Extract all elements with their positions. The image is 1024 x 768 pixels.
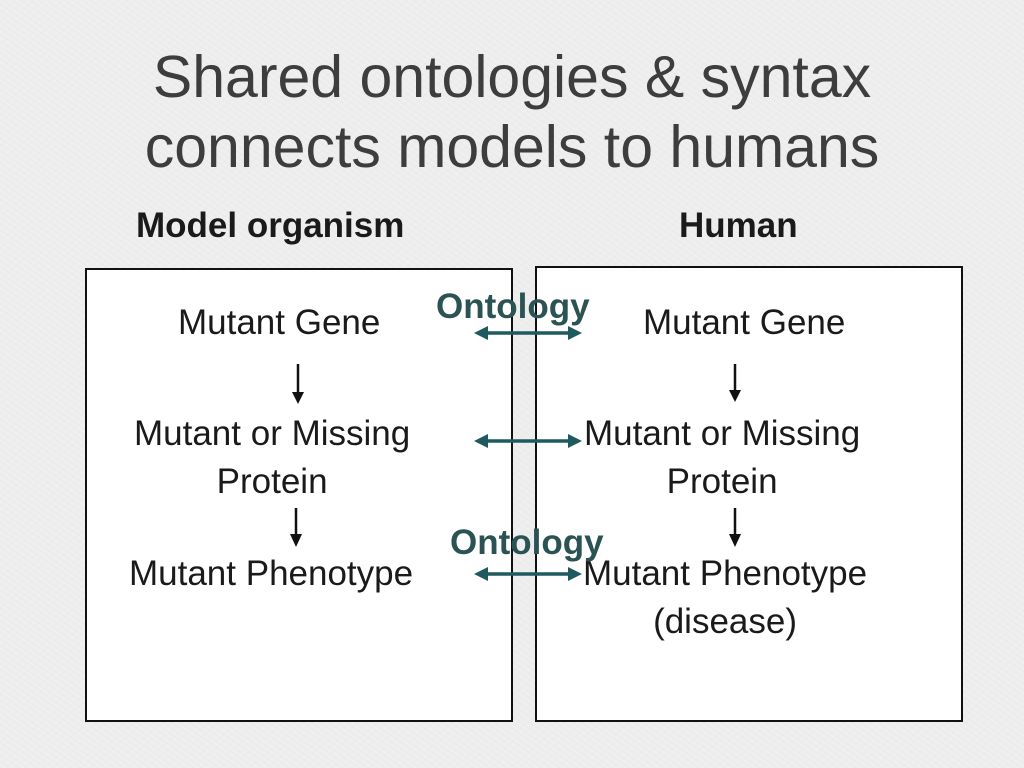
model-protein-line-1: Mutant or Missing	[134, 414, 411, 453]
slide-title: Shared ontologies & syntax connects mode…	[0, 42, 1024, 182]
model-mutant-phenotype: Mutant Phenotype	[129, 554, 414, 593]
human-mutant-phenotype: Mutant Phenotype (disease)	[583, 550, 867, 646]
human-phenotype-line-2: (disease)	[653, 602, 798, 641]
model-mutant-gene: Mutant Gene	[178, 303, 381, 342]
model-mutant-protein: Mutant or Missing Protein	[134, 410, 410, 506]
protein-connector	[474, 434, 582, 448]
human-heading: Human	[679, 206, 798, 245]
model-protein-line-2: Protein	[216, 462, 328, 501]
model-protein-to-phenotype-arrow	[290, 508, 302, 547]
human-mutant-protein: Mutant or Missing Protein	[584, 410, 860, 506]
ontology-label-bottom: Ontology	[450, 523, 604, 562]
phenotype-ontology-connector	[474, 567, 582, 581]
human-mutant-gene: Mutant Gene	[643, 303, 846, 342]
human-protein-line-2: Protein	[666, 462, 778, 501]
model-organism-box	[85, 268, 513, 722]
title-line-1: Shared ontologies & syntax	[152, 44, 872, 110]
human-protein-to-phenotype-arrow	[729, 508, 741, 547]
human-gene-to-protein-arrow	[729, 364, 741, 402]
human-phenotype-line-1: Mutant Phenotype	[583, 554, 868, 593]
human-box	[535, 266, 963, 722]
title-line-2: connects models to humans	[144, 114, 880, 180]
human-protein-line-1: Mutant or Missing	[584, 414, 861, 453]
model-gene-to-protein-arrow	[292, 364, 304, 404]
gene-ontology-connector	[474, 326, 582, 340]
model-organism-heading: Model organism	[136, 206, 405, 245]
ontology-label-top: Ontology	[436, 287, 590, 326]
